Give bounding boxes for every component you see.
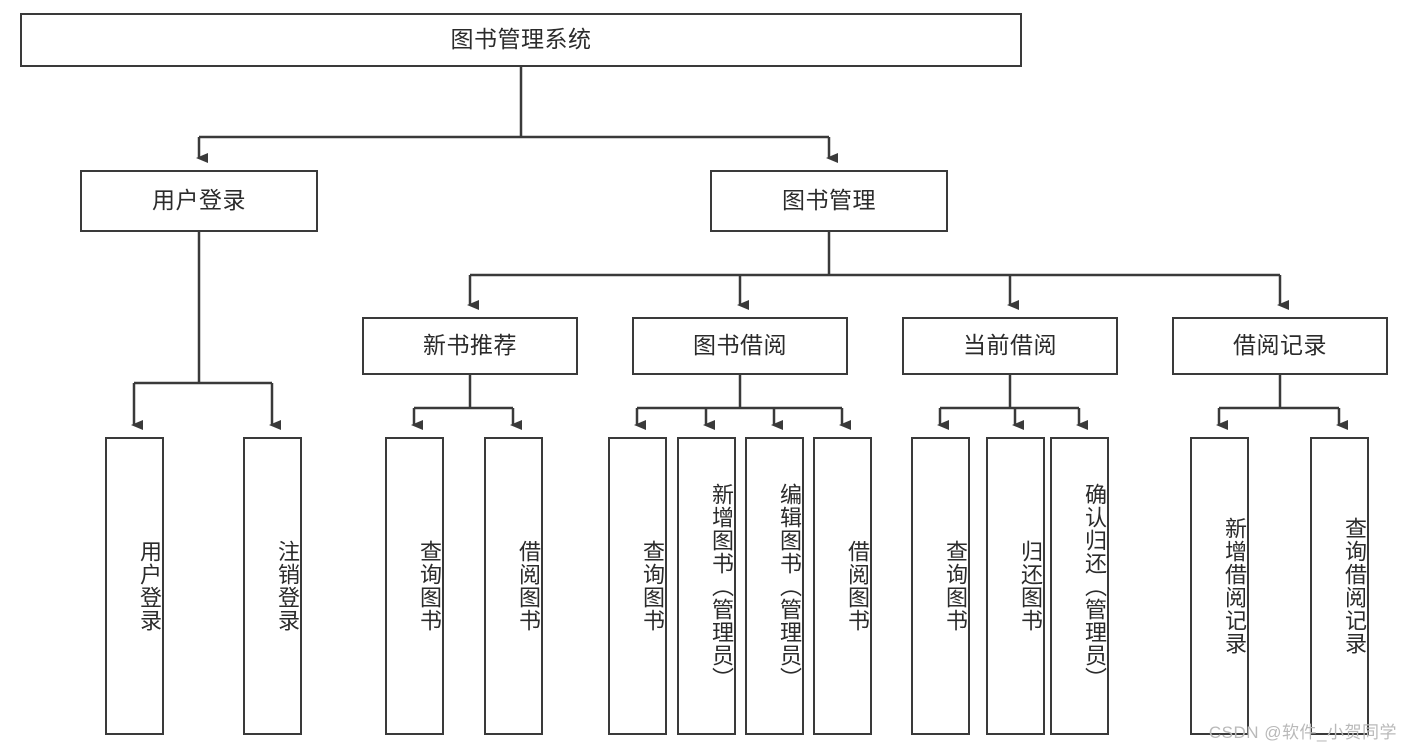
leaf-confirm-return-admin[interactable]: 确认归还（管理员）	[1050, 437, 1109, 735]
leaf-label: 新增图书（管理员）	[709, 482, 734, 690]
leaf-label: 新增借阅记录	[1222, 517, 1247, 655]
leaf-user-login[interactable]: 用户登录	[105, 437, 164, 735]
leaf-query-book-borrow[interactable]: 查询图书	[608, 437, 667, 735]
node-book-borrow[interactable]: 图书借阅	[632, 317, 848, 375]
leaf-label: 查询图书	[417, 540, 442, 632]
leaf-query-book-recommend[interactable]: 查询图书	[385, 437, 444, 735]
leaf-query-borrow-record[interactable]: 查询借阅记录	[1310, 437, 1369, 735]
node-root-system[interactable]: 图书管理系统	[20, 13, 1022, 67]
leaf-label: 查询图书	[943, 540, 968, 632]
leaf-borrow-book-recommend[interactable]: 借阅图书	[484, 437, 543, 735]
leaf-borrow-book[interactable]: 借阅图书	[813, 437, 872, 735]
leaf-label: 注销登录	[275, 540, 300, 632]
node-user-login[interactable]: 用户登录	[80, 170, 318, 232]
leaf-label: 用户登录	[137, 540, 162, 632]
leaf-label: 归还图书	[1018, 540, 1043, 632]
leaf-return-book[interactable]: 归还图书	[986, 437, 1045, 735]
leaf-add-borrow-record[interactable]: 新增借阅记录	[1190, 437, 1249, 735]
leaf-logout-login[interactable]: 注销登录	[243, 437, 302, 735]
node-book-management[interactable]: 图书管理	[710, 170, 948, 232]
watermark-credit: CSDN @软件_小贺同学	[1208, 723, 1397, 742]
leaf-label: 借阅图书	[516, 540, 541, 632]
node-new-book-recommend[interactable]: 新书推荐	[362, 317, 578, 375]
node-borrow-record[interactable]: 借阅记录	[1172, 317, 1388, 375]
leaf-label: 查询图书	[640, 540, 665, 632]
leaf-label: 借阅图书	[845, 540, 870, 632]
leaf-query-book-current[interactable]: 查询图书	[911, 437, 970, 735]
leaf-label: 确认归还（管理员）	[1082, 482, 1107, 690]
leaf-add-book-admin[interactable]: 新增图书（管理员）	[677, 437, 736, 735]
leaf-label: 编辑图书（管理员）	[777, 482, 802, 690]
node-current-borrow[interactable]: 当前借阅	[902, 317, 1118, 375]
leaf-edit-book-admin[interactable]: 编辑图书（管理员）	[745, 437, 804, 735]
leaf-label: 查询借阅记录	[1342, 517, 1367, 655]
